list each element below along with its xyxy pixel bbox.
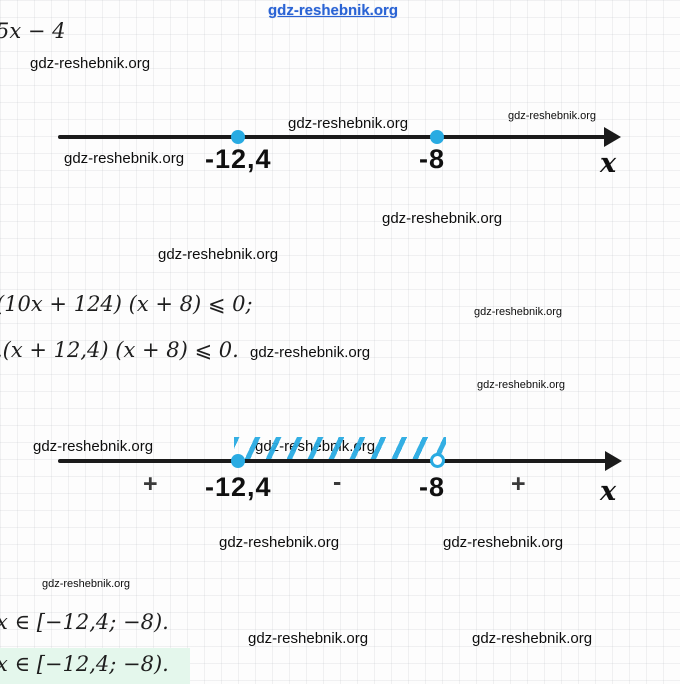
point-label-right: -8 <box>419 144 446 174</box>
watermark: gdz-reshebnik.org <box>288 115 409 132</box>
watermark: gdz-reshebnik.org <box>477 379 566 391</box>
point-dot-open <box>430 453 445 468</box>
point-label-left: -12,4 <box>205 472 272 502</box>
solution-interval-hatching <box>234 437 446 461</box>
point-dot-right <box>430 130 444 144</box>
watermark: gdz-reshebnik.org <box>250 344 371 361</box>
axis-line <box>58 135 608 139</box>
math-answer: x ∈ [−12,4; −8). <box>0 652 169 676</box>
watermark: gdz-reshebnik.org <box>508 110 597 122</box>
math-inequality-1: (10x + 124) (x + 8) ⩽ 0; <box>0 292 253 316</box>
point-label-left: -12,4 <box>205 144 272 174</box>
point-dot-closed <box>231 454 245 468</box>
math-inequality-2: .(x + 12,4) (x + 8) ⩽ 0. <box>0 338 239 362</box>
watermark: gdz-reshebnik.org <box>42 578 131 590</box>
watermark: gdz-reshebnik.org <box>248 630 369 647</box>
watermark: gdz-reshebnik.org <box>33 438 154 455</box>
watermark: gdz-reshebnik.org <box>443 534 564 551</box>
sign-plus-right: + <box>511 470 526 498</box>
watermark: gdz-reshebnik.org <box>30 55 151 72</box>
watermark: gdz-reshebnik.org <box>474 306 563 318</box>
math-top-expression: 5x − 4 <box>0 19 66 43</box>
watermark-link[interactable]: gdz-reshebnik.org <box>268 2 399 19</box>
axis-arrow-icon <box>605 451 622 471</box>
watermark: gdz-reshebnik.org <box>64 150 185 167</box>
watermark: gdz-reshebnik.org <box>219 534 340 551</box>
watermark: gdz-reshebnik.org <box>382 210 503 227</box>
watermark: gdz-reshebnik.org <box>158 246 279 263</box>
axis-arrow-icon <box>604 127 621 147</box>
sign-minus-middle: - <box>333 468 342 496</box>
axis-label-x: x <box>600 476 617 507</box>
axis-line <box>58 459 608 463</box>
sign-plus-left: + <box>143 470 158 498</box>
math-solution: x ∈ [−12,4; −8). <box>0 610 169 634</box>
point-dot-left <box>231 130 245 144</box>
answer-highlight <box>0 648 190 684</box>
axis-label-x: x <box>600 148 617 179</box>
point-label-right: -8 <box>419 472 446 502</box>
watermark: gdz-reshebnik.org <box>472 630 593 647</box>
